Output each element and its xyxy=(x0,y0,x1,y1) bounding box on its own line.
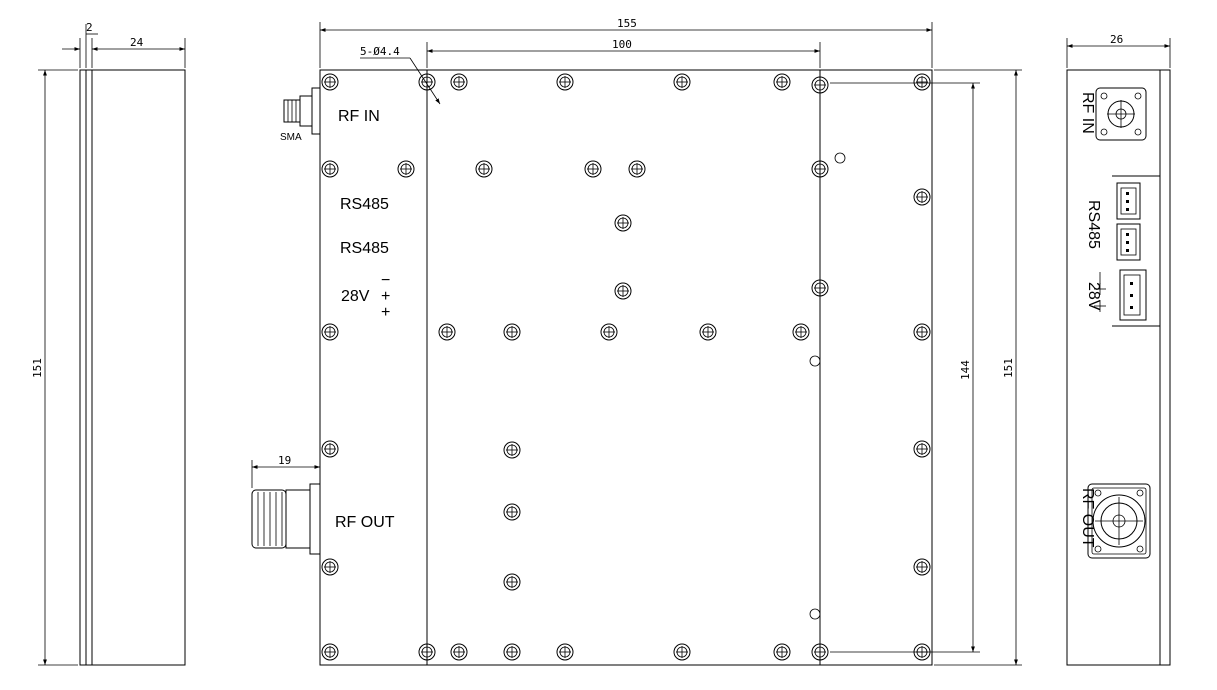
screw-icon xyxy=(913,440,931,458)
label-plus-b: + xyxy=(381,304,390,321)
dim-side-depth: 24 xyxy=(130,36,144,49)
end-view: 26 xyxy=(1066,33,1171,666)
screw-icon xyxy=(438,323,456,341)
screw-icon xyxy=(503,643,521,661)
side-view-body xyxy=(79,69,186,666)
end-power-port xyxy=(1119,269,1147,321)
small-hole xyxy=(809,355,821,367)
screw-icon xyxy=(321,440,339,458)
end-view-body xyxy=(1066,69,1171,666)
end-sma-flange xyxy=(1095,87,1147,141)
screw-icon xyxy=(773,73,791,91)
screw-icon xyxy=(503,323,521,341)
end-connector-housing xyxy=(1112,175,1161,327)
dim-rf-out-length: 19 xyxy=(278,454,291,467)
screw-icon xyxy=(503,503,521,521)
small-hole xyxy=(834,152,846,164)
end-rs485-port-a xyxy=(1116,182,1141,220)
screw-icon xyxy=(556,643,574,661)
dim-side-wall: 2 xyxy=(86,21,93,34)
screw-icon xyxy=(418,643,436,661)
screw-icon xyxy=(397,160,415,178)
screw-icon xyxy=(475,160,493,178)
dim-side-height: 151 xyxy=(31,358,44,378)
screw-icon xyxy=(913,73,931,91)
screw-icon xyxy=(913,323,931,341)
screw-icon xyxy=(811,643,829,661)
dim-top-height: 151 xyxy=(1002,358,1015,378)
end-label-rf-out: RF OUT xyxy=(1079,488,1096,548)
label-plus-a: + xyxy=(381,288,390,305)
screw-icon xyxy=(673,73,691,91)
screw-icon xyxy=(600,323,618,341)
small-hole xyxy=(809,608,821,620)
end-label-28v: 28V xyxy=(1085,282,1102,311)
screw-icon xyxy=(913,188,931,206)
dim-end-width: 26 xyxy=(1110,33,1123,46)
screw-icon xyxy=(321,558,339,576)
screw-group xyxy=(321,73,931,661)
screw-icon xyxy=(418,73,436,91)
screw-icon xyxy=(584,160,602,178)
dim-inner-width: 100 xyxy=(612,38,632,51)
end-n-type-flange xyxy=(1087,483,1151,559)
dim-holes-callout: 5-Ø4.4 xyxy=(360,45,400,58)
screw-icon xyxy=(321,323,339,341)
label-sma: SMA xyxy=(280,132,302,143)
screw-icon xyxy=(773,643,791,661)
screw-icon xyxy=(811,76,829,94)
end-label-rs485: RS485 xyxy=(1085,200,1102,249)
label-rs485-b: RS485 xyxy=(340,240,389,257)
screw-icon xyxy=(699,323,717,341)
screw-icon xyxy=(913,558,931,576)
end-label-rf-in: RF IN xyxy=(1079,92,1096,134)
screw-icon xyxy=(614,282,632,300)
dim-inner-height: 144 xyxy=(959,360,972,380)
label-minus: − xyxy=(381,272,390,289)
screw-icon xyxy=(673,643,691,661)
label-28v: 28V xyxy=(341,288,370,305)
label-rs485-a: RS485 xyxy=(340,196,389,213)
screw-icon xyxy=(321,73,339,91)
screw-icon xyxy=(321,160,339,178)
sma-connector xyxy=(283,87,321,135)
end-rs485-port-b xyxy=(1116,223,1141,261)
side-view: 2 24 151 xyxy=(31,21,186,666)
n-type-connector xyxy=(251,483,321,555)
top-view: 155 100 5-Ø4.4 144 151 SMA xyxy=(251,17,1022,666)
screw-icon xyxy=(503,441,521,459)
screw-icon xyxy=(321,643,339,661)
dim-top-width: 155 xyxy=(617,17,637,30)
screw-icon xyxy=(556,73,574,91)
screw-icon xyxy=(503,573,521,591)
screw-icon xyxy=(913,643,931,661)
screw-icon xyxy=(811,160,829,178)
top-view-body xyxy=(319,69,933,666)
screw-icon xyxy=(450,643,468,661)
label-rf-out: RF OUT xyxy=(335,514,395,531)
screw-icon xyxy=(811,279,829,297)
screw-icon xyxy=(792,323,810,341)
screw-icon xyxy=(450,73,468,91)
screw-icon xyxy=(628,160,646,178)
label-rf-in: RF IN xyxy=(338,108,380,125)
screw-icon xyxy=(614,214,632,232)
